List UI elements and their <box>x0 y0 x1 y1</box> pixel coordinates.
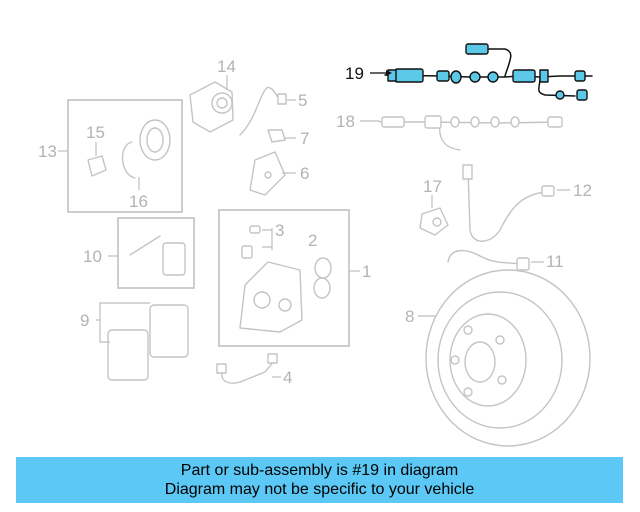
banner-line-1: Part or sub-assembly is #19 in diagram <box>180 462 459 479</box>
part-10-hardware[interactable] <box>129 235 186 276</box>
callout-14[interactable]: 14 <box>217 57 236 76</box>
part-1-caliper[interactable] <box>239 257 332 333</box>
part-4-brake-hose[interactable] <box>216 353 278 384</box>
part-7-clip[interactable] <box>267 129 286 143</box>
part-11-sensor-wire[interactable] <box>447 249 530 271</box>
part-9-brake-pads[interactable] <box>107 304 189 381</box>
callout-5[interactable]: 5 <box>298 91 307 110</box>
callout-4[interactable]: 4 <box>283 368 292 387</box>
part-16-snap-ring[interactable] <box>121 141 136 179</box>
info-banner: Part or sub-assembly is #19 in diagram D… <box>16 457 623 503</box>
group-1-box <box>218 209 350 347</box>
callout-8[interactable]: 8 <box>405 307 414 326</box>
callout-12[interactable]: 12 <box>573 181 592 200</box>
callout-18[interactable]: 18 <box>336 112 355 131</box>
group-13-box <box>67 99 183 213</box>
part-18-wear-sensor[interactable] <box>379 115 563 151</box>
part-5-brake-line[interactable] <box>239 86 287 136</box>
part-12-brake-hose[interactable] <box>462 164 555 242</box>
part-15-nut[interactable] <box>87 155 107 177</box>
callout-9[interactable]: 9 <box>80 311 89 330</box>
part-14-wheel-hub[interactable] <box>189 81 234 133</box>
callout-13[interactable]: 13 <box>38 142 57 161</box>
callout-7[interactable]: 7 <box>300 129 309 148</box>
callout-2[interactable]: 2 <box>308 231 317 250</box>
callout-6[interactable]: 6 <box>300 164 309 183</box>
part-17-abs-sensor[interactable] <box>419 207 449 236</box>
part-3-bleeder[interactable] <box>241 225 261 259</box>
part-bearing[interactable] <box>139 119 171 161</box>
group-10-box <box>117 217 195 289</box>
callout-17[interactable]: 17 <box>423 177 442 196</box>
callout-3[interactable]: 3 <box>275 221 284 240</box>
part-6-bracket[interactable] <box>249 151 286 196</box>
part-8-brake-rotor[interactable] <box>425 269 591 447</box>
callout-10[interactable]: 10 <box>83 247 102 266</box>
callout-15[interactable]: 15 <box>86 123 105 142</box>
callout-11[interactable]: 11 <box>546 252 564 271</box>
parts-diagram: 19 18 14 5 7 6 13 <box>38 43 593 447</box>
banner-line-2: Diagram may not be specific to your vehi… <box>164 481 475 498</box>
part-19-brake-wear-sensor[interactable] <box>384 43 593 101</box>
callout-1[interactable]: 1 <box>362 262 371 281</box>
callout-16[interactable]: 16 <box>129 192 148 211</box>
callout-19[interactable]: 19 <box>345 64 364 83</box>
